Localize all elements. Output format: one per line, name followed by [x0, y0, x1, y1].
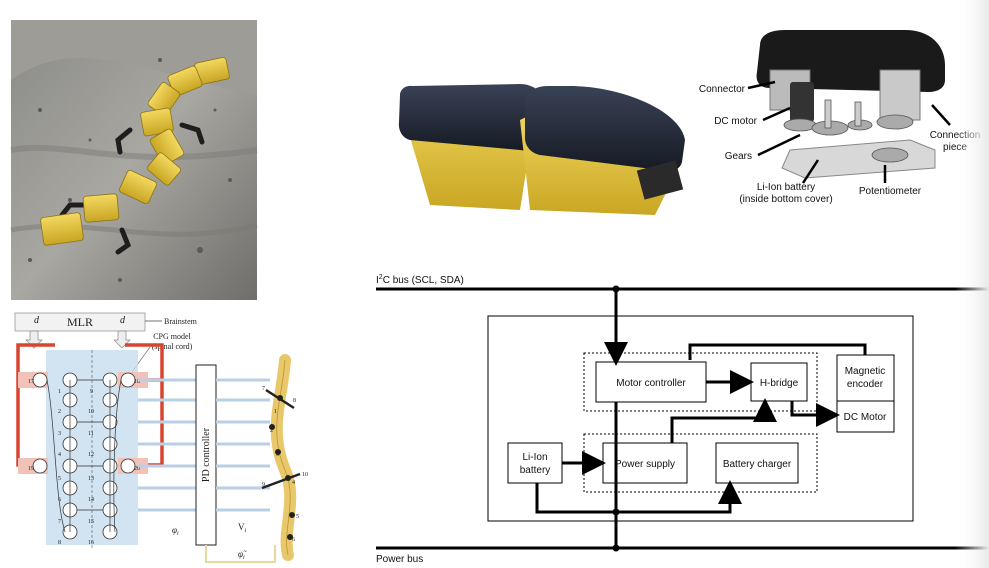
phi-tilde-label: φ̃i	[238, 549, 247, 561]
module-exploded-view: Connector DC motor Gears Li-Ion battery …	[699, 30, 980, 205]
svg-text:9: 9	[262, 482, 265, 488]
power-bus-label: Power bus	[376, 554, 423, 565]
i2c-bus-label: I2C bus (SCL, SDA)	[376, 274, 464, 286]
inside-bottom-cover-label: (inside bottom cover)	[739, 194, 832, 205]
svg-text:8: 8	[58, 540, 61, 546]
svg-text:5: 5	[296, 514, 299, 520]
magnetic-encoder-box	[836, 354, 895, 402]
power-supply-label: Power supply	[615, 459, 675, 470]
mlr-band	[14, 312, 146, 332]
spinal-cord-label: (spinal cord)	[152, 342, 193, 351]
mlr-label: MLR	[67, 315, 93, 329]
module-cover-left	[398, 84, 546, 151]
voltage-label: Vi	[238, 522, 247, 534]
li-ion-label: Li-Ion	[522, 452, 547, 463]
dc-motor-shape	[790, 82, 814, 122]
svg-text:7: 7	[58, 519, 61, 525]
motor-controller-box	[595, 361, 707, 403]
right-node-labels: 18 9 10 11 12 20 13 14 15 16	[88, 379, 140, 546]
svg-text:6: 6	[58, 497, 61, 503]
svg-text:13: 13	[88, 476, 94, 482]
signal-connections	[535, 289, 867, 548]
electronics-block-diagram: I2C bus (SCL, SDA) Power bus Motor contr…	[376, 274, 989, 565]
module-cover-right	[524, 86, 685, 171]
svg-text:7: 7	[262, 386, 265, 392]
connector-label: Connector	[699, 84, 746, 95]
drive-label-right: d	[120, 315, 126, 326]
svg-text:10: 10	[302, 472, 308, 478]
svg-text:18: 18	[134, 379, 140, 385]
svg-text:10: 10	[88, 409, 94, 415]
svg-text:2: 2	[270, 428, 273, 434]
svg-text:2: 2	[58, 409, 61, 415]
body-node-labels: 7 8 1 2 3 4 9 10 5 6	[262, 386, 308, 543]
battery-charger-label: Battery charger	[723, 459, 792, 470]
svg-text:1: 1	[58, 389, 61, 395]
svg-text:17: 17	[28, 379, 34, 385]
battery-charger-box	[715, 442, 799, 484]
encoder-label: encoder	[847, 379, 884, 390]
cpg-model-label: CPG model	[153, 332, 191, 341]
svg-text:12: 12	[88, 452, 94, 458]
svg-text:1: 1	[274, 409, 277, 415]
svg-text:8: 8	[293, 398, 296, 404]
svg-text:19: 19	[28, 466, 34, 472]
robot-beach-photo	[10, 20, 258, 300]
svg-text:14: 14	[88, 497, 94, 503]
pd-controller-label: PD controller	[201, 427, 212, 482]
module-pair-photo	[398, 84, 685, 215]
gears-label: Gears	[725, 151, 752, 162]
motor-command-lines	[216, 378, 270, 512]
svg-text:4: 4	[292, 480, 295, 486]
gear-shapes	[783, 99, 914, 163]
svg-text:16: 16	[88, 540, 94, 546]
magnetic-label: Magnetic	[845, 366, 886, 377]
svg-text:9: 9	[90, 389, 93, 395]
brainstem-label: Brainstem	[164, 317, 198, 326]
svg-text:15: 15	[88, 519, 94, 525]
h-bridge-label: H-bridge	[760, 378, 799, 389]
drive-label-left: d	[34, 315, 40, 326]
potentiometer-label: Potentiometer	[859, 186, 922, 197]
svg-text:3: 3	[276, 452, 279, 458]
svg-text:4: 4	[58, 452, 61, 458]
li-ion-battery-box	[507, 442, 563, 484]
motor-driver-group	[583, 352, 818, 412]
phi-label: φi	[172, 525, 179, 537]
h-bridge-box	[750, 362, 808, 402]
li-ion-battery-label: Li-Ion battery	[757, 182, 815, 193]
left-node-labels: 17 1 2 3 4 19 5 6 7 8	[28, 379, 61, 546]
svg-text:6: 6	[292, 537, 295, 543]
svg-text:11: 11	[88, 431, 94, 437]
cpg-diagram: MLR d d Brainstem CPG model (spinal cord…	[14, 312, 308, 563]
svg-text:5: 5	[58, 476, 61, 482]
dc-motor-label: DC motor	[714, 116, 757, 127]
cpg-output-lines	[138, 378, 196, 512]
motor-controller-label: Motor controller	[616, 378, 686, 389]
battery-label: battery	[520, 465, 551, 476]
module-board-outline	[487, 315, 914, 522]
dc-motor-block-label: DC Motor	[844, 412, 887, 423]
svg-text:3: 3	[58, 431, 61, 437]
svg-text:20: 20	[134, 466, 140, 472]
